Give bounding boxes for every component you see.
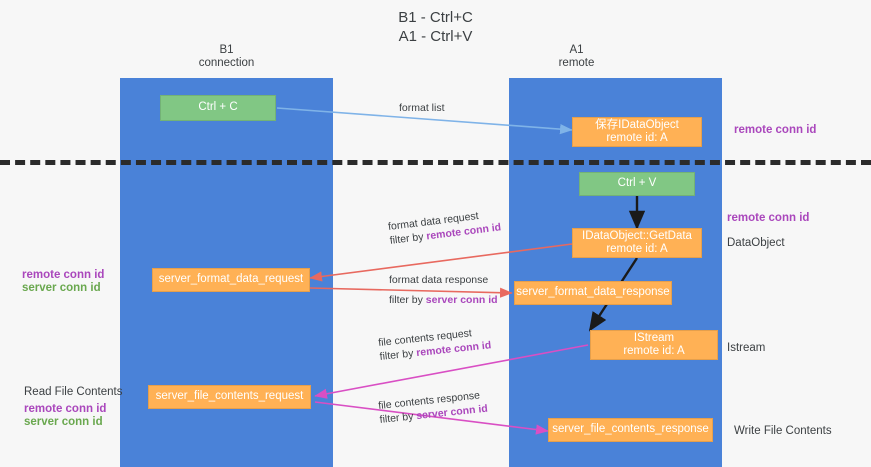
box-idataobject-getdata[interactable]: IDataObject::GetData remote id: A [572,228,702,258]
right-label-istream: Istream [727,342,766,354]
box-server-file-contents-request[interactable]: server_file_contents_request [148,385,311,409]
right-label-remote-conn-id-mid: remote conn id [727,212,810,224]
box-istream-line2: remote id: A [623,345,685,357]
connector-format-list [276,107,573,135]
right-label-dataobject: DataObject [727,237,785,249]
filter-prefix: filter by [389,294,426,306]
box-save-idataobject-line1: 保存IDataObject [595,118,679,131]
connector-format-data-request [309,243,573,282]
phase-divider [0,160,871,165]
label-format-data-response: format data response filter by server co… [389,273,498,307]
label-format-data-response-text: format data response [389,274,489,286]
box-ctrl-v-label: Ctrl + V [617,177,657,190]
left-label-read-file-contents: Read File Contents [24,386,123,398]
right-label-remote-conn-id-top: remote conn id [734,124,817,136]
lane-header-b1: B1 connection [120,44,333,70]
lane-header-a1-name: A1 [569,44,584,56]
box-server-format-data-request[interactable]: server_format_data_request [152,268,310,292]
label-format-list-text: format list [399,102,445,114]
box-getdata-line1: IDataObject::GetData [582,229,692,242]
label-format-data-response-filter: filter by server conn id [389,293,498,307]
box-ctrl-v[interactable]: Ctrl + V [579,172,695,196]
box-save-idataobject-line2: remote id: A [606,132,668,144]
title-line-1: B1 - Ctrl+C [398,9,473,26]
box-server-format-data-response-label: server_format_data_response [516,286,670,299]
title-line-2: A1 - Ctrl+V [398,28,473,45]
connector-file-contents-response [314,401,549,435]
connector-format-data-response [309,287,513,298]
lane-header-b1-role: connection [198,57,255,69]
page-title: B1 - Ctrl+C A1 - Ctrl+V [0,8,871,46]
lane-header-a1-role: remote [558,57,595,69]
box-server-file-contents-request-label: server_file_contents_request [155,390,304,403]
box-ctrl-c[interactable]: Ctrl + C [160,95,276,121]
box-istream-line1: IStream [633,331,675,344]
right-label-write-file-contents: Write File Contents [734,425,832,437]
left-label-server-conn-id: server conn id [22,282,101,294]
lane-header-a1: A1 remote [509,44,644,70]
connector-file-contents-request [314,344,589,399]
box-istream[interactable]: IStream remote id: A [590,330,718,360]
box-server-format-data-response[interactable]: server_format_data_response [514,281,672,305]
filter-prefix: filter by [379,347,417,363]
box-server-file-contents-response-label: server_file_contents_response [552,423,709,436]
left-label-remote-conn-id-2: remote conn id [24,403,107,415]
box-getdata-line2: remote id: A [606,243,668,255]
box-server-file-contents-response[interactable]: server_file_contents_response [548,418,713,442]
box-save-idataobject[interactable]: 保存IDataObject remote id: A [572,117,702,147]
box-server-format-data-request-label: server_format_data_request [158,273,304,286]
label-format-list: format list [399,101,445,115]
filter-key-server-conn-id: server conn id [425,294,498,306]
filter-prefix: filter by [379,410,417,426]
box-ctrl-c-label: Ctrl + C [198,101,238,114]
left-label-server-conn-id-2: server conn id [24,416,103,428]
lane-header-b1-name: B1 [219,44,234,56]
left-label-remote-conn-id: remote conn id [22,269,105,281]
